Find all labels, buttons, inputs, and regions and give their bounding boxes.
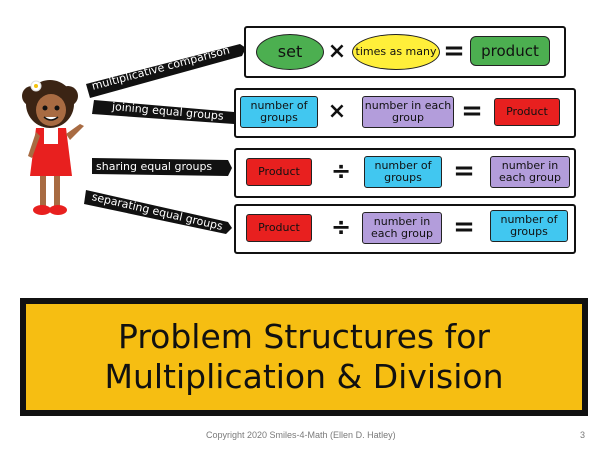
title-banner-inner: Problem Structures for Multiplication & … (26, 304, 582, 410)
multiply-icon: × (327, 98, 347, 124)
product-box: Product (494, 98, 560, 126)
number-in-each-group-box: number in each group (490, 156, 570, 188)
equals-icon: = (453, 156, 475, 186)
title-banner: Problem Structures for Multiplication & … (20, 298, 588, 416)
product-box: Product (246, 158, 312, 186)
equals-icon: = (461, 96, 483, 126)
copyright-footer: Copyright 2020 Smiles-4-Math (Ellen D. H… (206, 430, 396, 440)
number-of-groups-box: number of groups (490, 210, 568, 242)
number-of-groups-box: number of groups (240, 96, 318, 128)
title-line-1: Problem Structures for (118, 317, 490, 356)
arrow-bars (84, 44, 246, 234)
number-in-each-group-box: number in each group (362, 96, 454, 128)
set-box: set (256, 34, 324, 70)
divide-icon: ÷ (330, 157, 352, 185)
equals-icon: = (453, 212, 475, 242)
girl-illustration (22, 80, 84, 215)
title-line-2: Multiplication & Division (104, 357, 504, 396)
equals-icon: = (443, 36, 465, 66)
product-box: product (470, 36, 550, 66)
product-box: Product (246, 214, 312, 242)
divide-icon: ÷ (330, 213, 352, 241)
page-number: 3 (580, 430, 586, 440)
number-of-groups-box: number of groups (364, 156, 442, 188)
times-as-many-box: times as many (352, 34, 440, 70)
number-in-each-group-box: number in each group (362, 212, 442, 244)
arrow-label-sharing: sharing equal groups (96, 160, 213, 173)
multiply-icon: × (327, 38, 347, 64)
